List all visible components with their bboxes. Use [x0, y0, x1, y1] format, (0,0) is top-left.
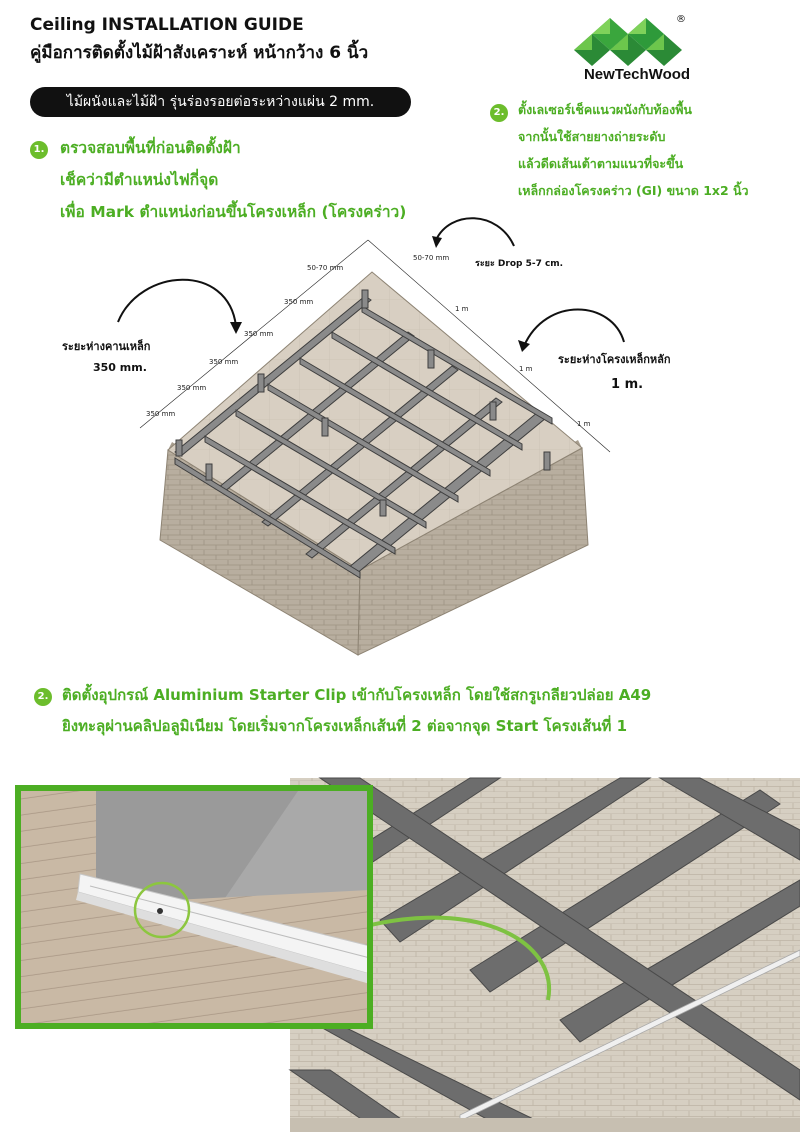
screw-icon [157, 908, 163, 914]
drop-label: ระยะ Drop 5-7 cm. [475, 259, 564, 269]
inset-border [15, 785, 373, 1029]
logo-text: NewTechWood [583, 66, 691, 83]
dim-edge-left: 50-70 mm [307, 264, 344, 272]
step3-number: 2. [34, 688, 52, 706]
newtechwood-logo [574, 18, 682, 66]
page-title: Ceiling INSTALLATION GUIDE [30, 15, 304, 35]
green-arrow [334, 915, 552, 1001]
dim-350-2: 350 mm [177, 384, 207, 392]
screw-highlight-circle [133, 881, 191, 939]
wall-block [159, 271, 589, 656]
step2-line-3: แล้วดีดเส้นเต้าตามแนวที่จะขึ้น [518, 156, 684, 171]
dim-350-3: 350 mm [209, 358, 239, 366]
step1-line-3: เพื่อ Mark ตำแหน่งก่อนขึ้นโครงเหล็ก (โคร… [60, 203, 407, 221]
step1-line-2: เช็คว่ามีตำแหน่งไฟกี่จุด [60, 171, 219, 189]
dim-1m-2: 1 m [519, 365, 533, 373]
page-subtitle: คู่มือการติดตั้งไม้ฝ้าสังเคราะห์ หน้ากว้… [30, 43, 369, 63]
main-spacing-value: 1 m. [611, 377, 644, 392]
clip-install-render [15, 777, 800, 1132]
step1-line-1: ตรวจสอบพื้นที่ก่อนติดตั้งฝ้า [60, 139, 241, 157]
step2-line-4: เหล็กกล่องโครงคร่าว (GI) ขนาด 1x2 นิ้ว [518, 183, 749, 198]
steel-frame [174, 289, 553, 579]
step1-number: 1. [30, 141, 48, 159]
joist-spacing-label: ระยะห่างคานเหล็ก [62, 340, 151, 353]
dim-350-5: 350 mm [284, 298, 314, 306]
ceiling-frame-diagram [117, 217, 625, 656]
step2-line-1: ตั้งเลเซอร์เช็คแนวผนังกับท้องพื้น [518, 102, 692, 117]
zoom-inset [15, 785, 373, 1029]
step3-line-2: ยิงทะลุผ่านคลิปอลูมิเนียม โดยเริ่มจากโคร… [62, 717, 628, 735]
dim-1m-1: 1 m [455, 305, 469, 313]
product-pill: ไม้ผนังและไม้ฝ้า รุ่นร่องรอยต่อระหว่างแผ… [30, 87, 411, 117]
dim-350-4: 350 mm [244, 330, 274, 338]
registered-mark: ® [676, 14, 686, 25]
joist-spacing-value: 350 mm. [93, 361, 147, 374]
step3-line-1: ติดตั้งอุปกรณ์ Aluminium Starter Clip เข… [62, 686, 652, 704]
main-spacing-label: ระยะห่างโครงเหล็กหลัก [558, 353, 671, 366]
dim-350-1: 350 mm [146, 410, 176, 418]
step2-line-2: จากนั้นใช้สายยางถ่ายระดับ [518, 129, 666, 144]
dim-1m-3: 1 m [577, 420, 591, 428]
logo-mark-icon [574, 18, 682, 66]
render-steel-beams [288, 777, 800, 1132]
step2-number: 2. [490, 104, 508, 122]
dim-edge-right: 50-70 mm [413, 254, 450, 262]
